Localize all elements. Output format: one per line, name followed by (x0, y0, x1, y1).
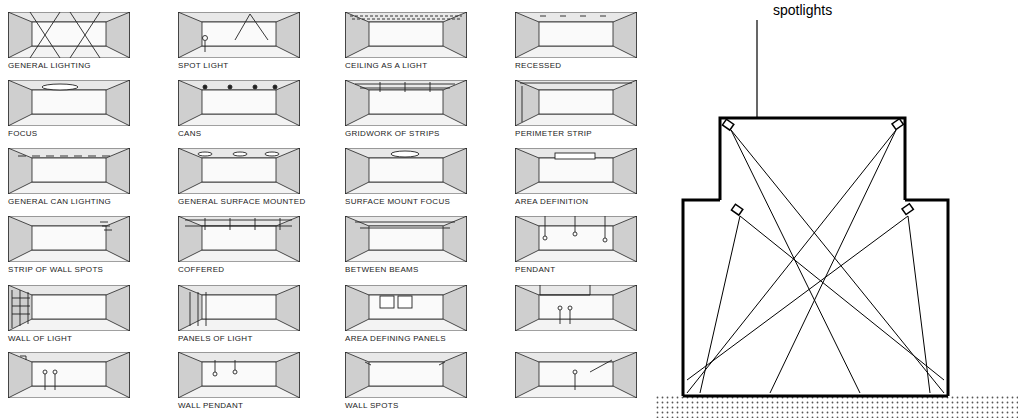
panel-caption: WALL PENDANT (178, 401, 243, 410)
lighting-panel: AREA DEFINING PANELS (345, 285, 467, 331)
panel-caption: AREA DEFINITION (515, 197, 588, 206)
spotlight-section (655, 20, 1018, 418)
panel-caption: COFFERED (178, 265, 224, 274)
panel-caption: GENERAL CAN LIGHTING (8, 197, 111, 206)
panel-caption: BETWEEN BEAMS (345, 265, 419, 274)
lighting-panel: WALL OF LIGHT (8, 285, 130, 331)
lighting-panel: RECESSED (515, 12, 637, 58)
lighting-panel: COFFERED (178, 216, 300, 262)
panel-caption: CANS (178, 129, 201, 138)
panel-caption: PENDANT (515, 265, 555, 274)
lighting-panel: WALL PENDANT (178, 352, 300, 398)
lighting-panel: GRIDWORK OF STRIPS (345, 80, 467, 126)
lighting-panel: WALL SPOTS (345, 352, 467, 398)
panel-caption: GENERAL LIGHTING (8, 61, 91, 70)
panel-caption: STRIP OF WALL SPOTS (8, 265, 103, 274)
panel-caption: CEILING AS A LIGHT (345, 61, 427, 70)
lighting-panel: SPOT LIGHT (178, 12, 300, 58)
panel-caption: GENERAL SURFACE MOUNTED (178, 197, 306, 206)
panel-caption: SURFACE MOUNT FOCUS (345, 197, 450, 206)
panel-caption: FOCUS (8, 129, 38, 138)
panel-caption: GRIDWORK OF STRIPS (345, 129, 440, 138)
lighting-panel: CANS (178, 80, 300, 126)
lighting-panel: SURFACE MOUNT FOCUS (345, 148, 467, 194)
panel-caption: AREA DEFINING PANELS (345, 334, 446, 343)
lighting-panel: PERIMETER STRIP (515, 80, 637, 126)
panel-caption: PERIMETER STRIP (515, 129, 592, 138)
lighting-panel: STRIP OF WALL SPOTS (8, 216, 130, 262)
panel-caption: SPOT LIGHT (178, 61, 228, 70)
lighting-panel: CEILING AS A LIGHT (345, 12, 467, 58)
lighting-panel: PENDANT (515, 216, 637, 262)
panel-caption: WALL OF LIGHT (8, 334, 72, 343)
lighting-panel: PANELS OF LIGHT (178, 285, 300, 331)
callout-label: spotlights (773, 2, 832, 18)
room-sketches (8, 12, 637, 398)
lighting-panel: AREA DEFINITION (515, 148, 637, 194)
lighting-panel: GENERAL CAN LIGHTING (8, 148, 130, 194)
panel-caption: PANELS OF LIGHT (178, 334, 253, 343)
panel-caption: WALL SPOTS (345, 401, 399, 410)
lighting-panel: GENERAL SURFACE MOUNTED (178, 148, 300, 194)
lighting-panel: GENERAL LIGHTING (8, 12, 130, 58)
panel-caption: RECESSED (515, 61, 561, 70)
lighting-panel: FOCUS (8, 80, 130, 126)
lighting-panel: BETWEEN BEAMS (345, 216, 467, 262)
